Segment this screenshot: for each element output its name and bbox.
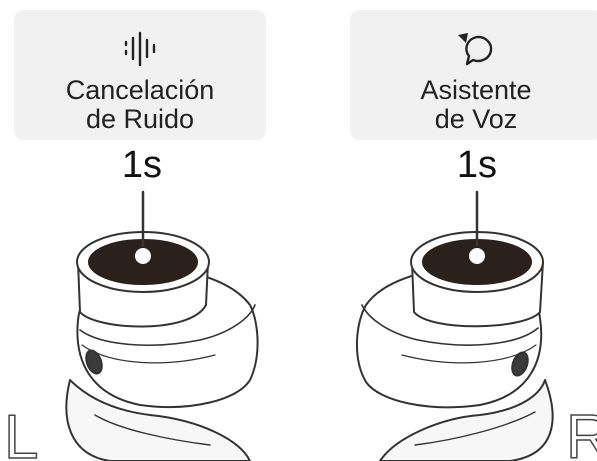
side-letter-r: R [566, 403, 597, 461]
noise-cancellation-icon [14, 28, 266, 70]
label-line-2: de Voz [434, 104, 518, 134]
right-earbud [356, 231, 554, 461]
voice-assistant-label: Asistente de Voz [350, 76, 597, 134]
voice-assistant-panel: Asistente de Voz [350, 10, 597, 140]
label-line-2: de Ruido [85, 104, 195, 134]
voice-assistant-icon [350, 28, 597, 70]
right-side-letter: R [565, 402, 597, 461]
right-duration: 1s [456, 144, 498, 186]
label-line-1: Asistente [420, 75, 532, 105]
left-side-letter: L [3, 402, 39, 461]
left-earbud [65, 231, 259, 461]
left-duration: 1s [121, 144, 163, 186]
side-letter-l: L [4, 403, 38, 461]
noise-cancellation-label: Cancelación de Ruido [14, 76, 266, 134]
label-line-1: Cancelación [65, 75, 215, 105]
noise-cancellation-panel: Cancelación de Ruido [14, 10, 266, 140]
